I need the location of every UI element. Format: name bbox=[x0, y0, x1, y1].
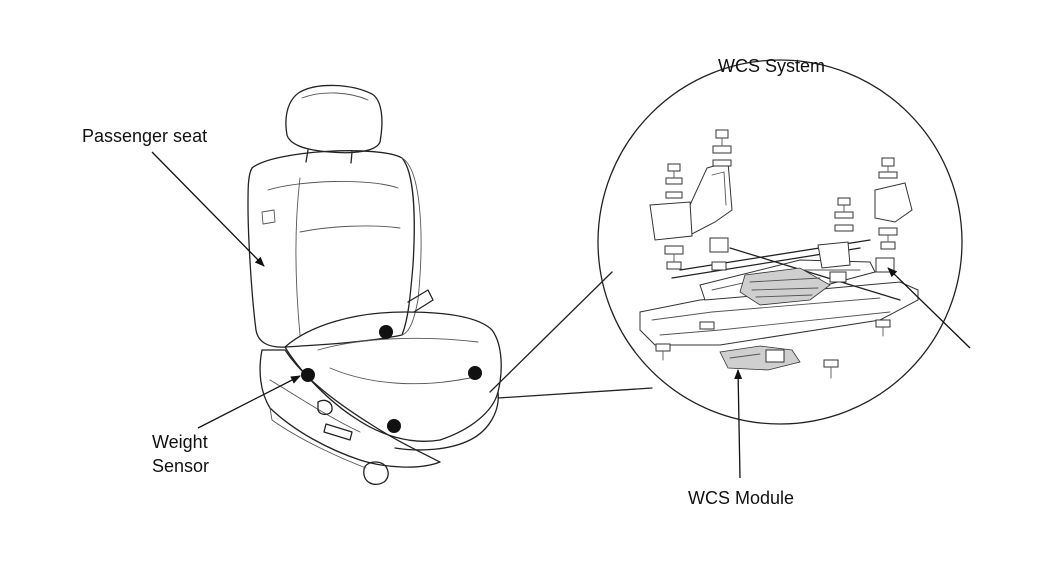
wcs-module-component bbox=[719, 345, 801, 371]
weight-sensor-label-line2: Sensor bbox=[152, 456, 209, 476]
bolt-column-center-right bbox=[829, 197, 854, 283]
weight-sensor-dot bbox=[379, 325, 393, 339]
weight-sensor-label-line1: Weight bbox=[152, 432, 208, 452]
seat-back bbox=[247, 150, 415, 348]
weight-sensor-dot bbox=[387, 419, 401, 433]
wcs-system-label: WCS System bbox=[718, 56, 825, 76]
bolt-column-left bbox=[664, 163, 684, 270]
weight-sensor-dot bbox=[468, 366, 482, 380]
passenger-seat-label: Passenger seat bbox=[82, 126, 207, 146]
seat-rail-assembly bbox=[639, 129, 919, 379]
headrest bbox=[285, 84, 383, 154]
magnifier-circle bbox=[489, 59, 963, 425]
wcs-module-label: WCS Module bbox=[688, 488, 794, 508]
passenger-seat-illustration bbox=[247, 84, 502, 485]
bolt-column-center-left bbox=[709, 129, 732, 271]
weight-sensor-dot bbox=[301, 368, 315, 382]
